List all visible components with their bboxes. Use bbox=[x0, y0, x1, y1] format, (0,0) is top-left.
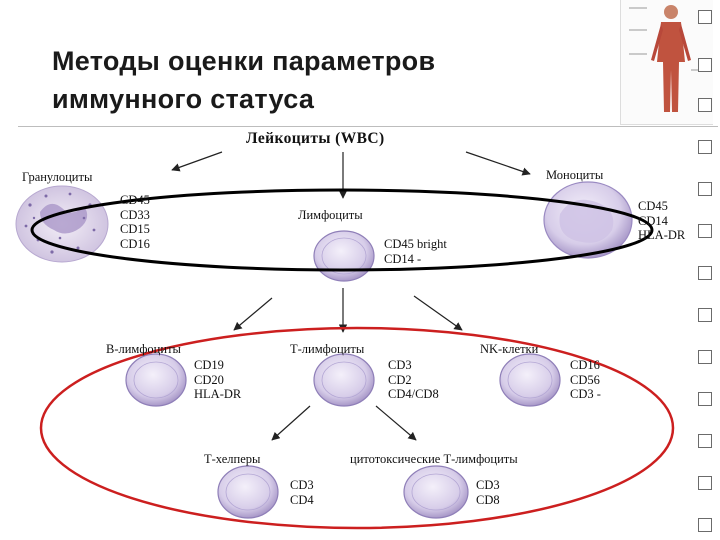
arrow-wbc-to-monocytes bbox=[465, 151, 531, 176]
nk-cell bbox=[499, 353, 561, 407]
marker: CD3 bbox=[388, 358, 412, 372]
marker: HLA-DR bbox=[194, 387, 242, 401]
bullet-square bbox=[698, 58, 712, 72]
human-figure-icon bbox=[629, 5, 707, 112]
lymphocyte-cell bbox=[313, 230, 375, 282]
marker: CD45 bbox=[120, 193, 150, 207]
title-divider bbox=[18, 126, 718, 127]
marker: CD8 bbox=[476, 492, 500, 507]
monocytes-markers: CD45 CD14 HLA-DR bbox=[638, 199, 685, 243]
marker: CD45 bright bbox=[384, 237, 447, 251]
arrow-t-to-cytotoxic bbox=[375, 405, 417, 441]
bullet-square bbox=[698, 476, 712, 490]
arrow-wbc-to-granulocytes bbox=[171, 151, 223, 172]
lymphocytes-label: Лимфоциты bbox=[298, 208, 363, 222]
marker: CD16 bbox=[570, 358, 600, 372]
slide-title: Методы оценки параметров иммунного стату… bbox=[52, 42, 572, 118]
marker: CD15 bbox=[120, 222, 150, 236]
anatomy-image bbox=[620, 0, 713, 125]
wbc-label: Лейкоциты (WBC) bbox=[246, 130, 385, 147]
slide-title-line-1: Методы оценки параметров bbox=[52, 46, 436, 76]
marker: CD16 bbox=[120, 236, 150, 251]
marker: CD45 bbox=[638, 199, 668, 213]
t-cell bbox=[313, 353, 375, 407]
bullet-square bbox=[698, 224, 712, 238]
arrow-t-to-helpers bbox=[271, 405, 311, 441]
t-cells-markers: CD3 CD2 CD4/CD8 bbox=[388, 358, 439, 402]
nk-cells-label: NK-клетки bbox=[480, 342, 539, 356]
bullet-square bbox=[698, 98, 712, 112]
granulocytes-label: Гранулоциты bbox=[22, 170, 93, 184]
t-cells-label: Т-лимфоциты bbox=[290, 342, 365, 356]
bullet-square bbox=[698, 182, 712, 196]
marker: CD33 bbox=[120, 207, 150, 222]
granulocytes-markers: CD45 CD33 CD15 CD16 bbox=[120, 193, 150, 251]
highlight-ellipse-bottom bbox=[39, 326, 675, 530]
marker: CD3 bbox=[290, 478, 314, 492]
b-cells-markers: CD19 CD20 HLA-DR bbox=[194, 358, 241, 402]
lymphocytes-markers: CD45 bright CD14 - bbox=[384, 237, 447, 266]
marker: CD3 bbox=[476, 478, 500, 492]
marker: CD14 bbox=[638, 213, 668, 228]
t-helpers-label: Т-хелперы bbox=[204, 452, 261, 466]
arrows bbox=[171, 151, 531, 441]
bullet-square bbox=[698, 392, 712, 406]
marker: CD14 - bbox=[384, 251, 422, 266]
bullet-square bbox=[698, 434, 712, 448]
cytotoxic-t-cell bbox=[403, 465, 469, 519]
marker: CD56 bbox=[570, 372, 600, 387]
marker: CD19 bbox=[194, 358, 224, 372]
cytotoxic-label: цитотоксические Т-лимфоциты bbox=[350, 452, 518, 466]
bullet-square bbox=[698, 266, 712, 280]
monocytes-label: Моноциты bbox=[546, 168, 604, 182]
t-helpers-markers: CD3 CD4 bbox=[290, 478, 314, 507]
slide-title-line-2: иммунного статуса bbox=[52, 84, 315, 114]
highlight-ellipse-top bbox=[30, 188, 654, 272]
marker: HLA-DR bbox=[638, 228, 686, 242]
granulocyte-cell bbox=[15, 185, 109, 263]
marker: CD20 bbox=[194, 372, 224, 387]
nk-cells-markers: CD16 CD56 CD3 - bbox=[570, 358, 601, 402]
b-cell bbox=[125, 353, 187, 407]
marker: CD4 bbox=[290, 492, 314, 507]
bullet-square bbox=[698, 518, 712, 532]
arrow-lymph-to-b bbox=[233, 297, 273, 331]
bullet-square bbox=[698, 10, 712, 24]
bullet-square bbox=[698, 350, 712, 364]
b-cells-label: В-лимфоциты bbox=[106, 342, 181, 356]
bullet-square bbox=[698, 140, 712, 154]
marker: CD3 - bbox=[570, 387, 601, 401]
bullet-square bbox=[698, 308, 712, 322]
marker: CD4/CD8 bbox=[388, 387, 439, 401]
arrow-lymph-to-nk bbox=[413, 295, 463, 331]
cytotoxic-markers: CD3 CD8 bbox=[476, 478, 500, 507]
marker: CD2 bbox=[388, 372, 412, 387]
t-helper-cell bbox=[217, 465, 279, 519]
